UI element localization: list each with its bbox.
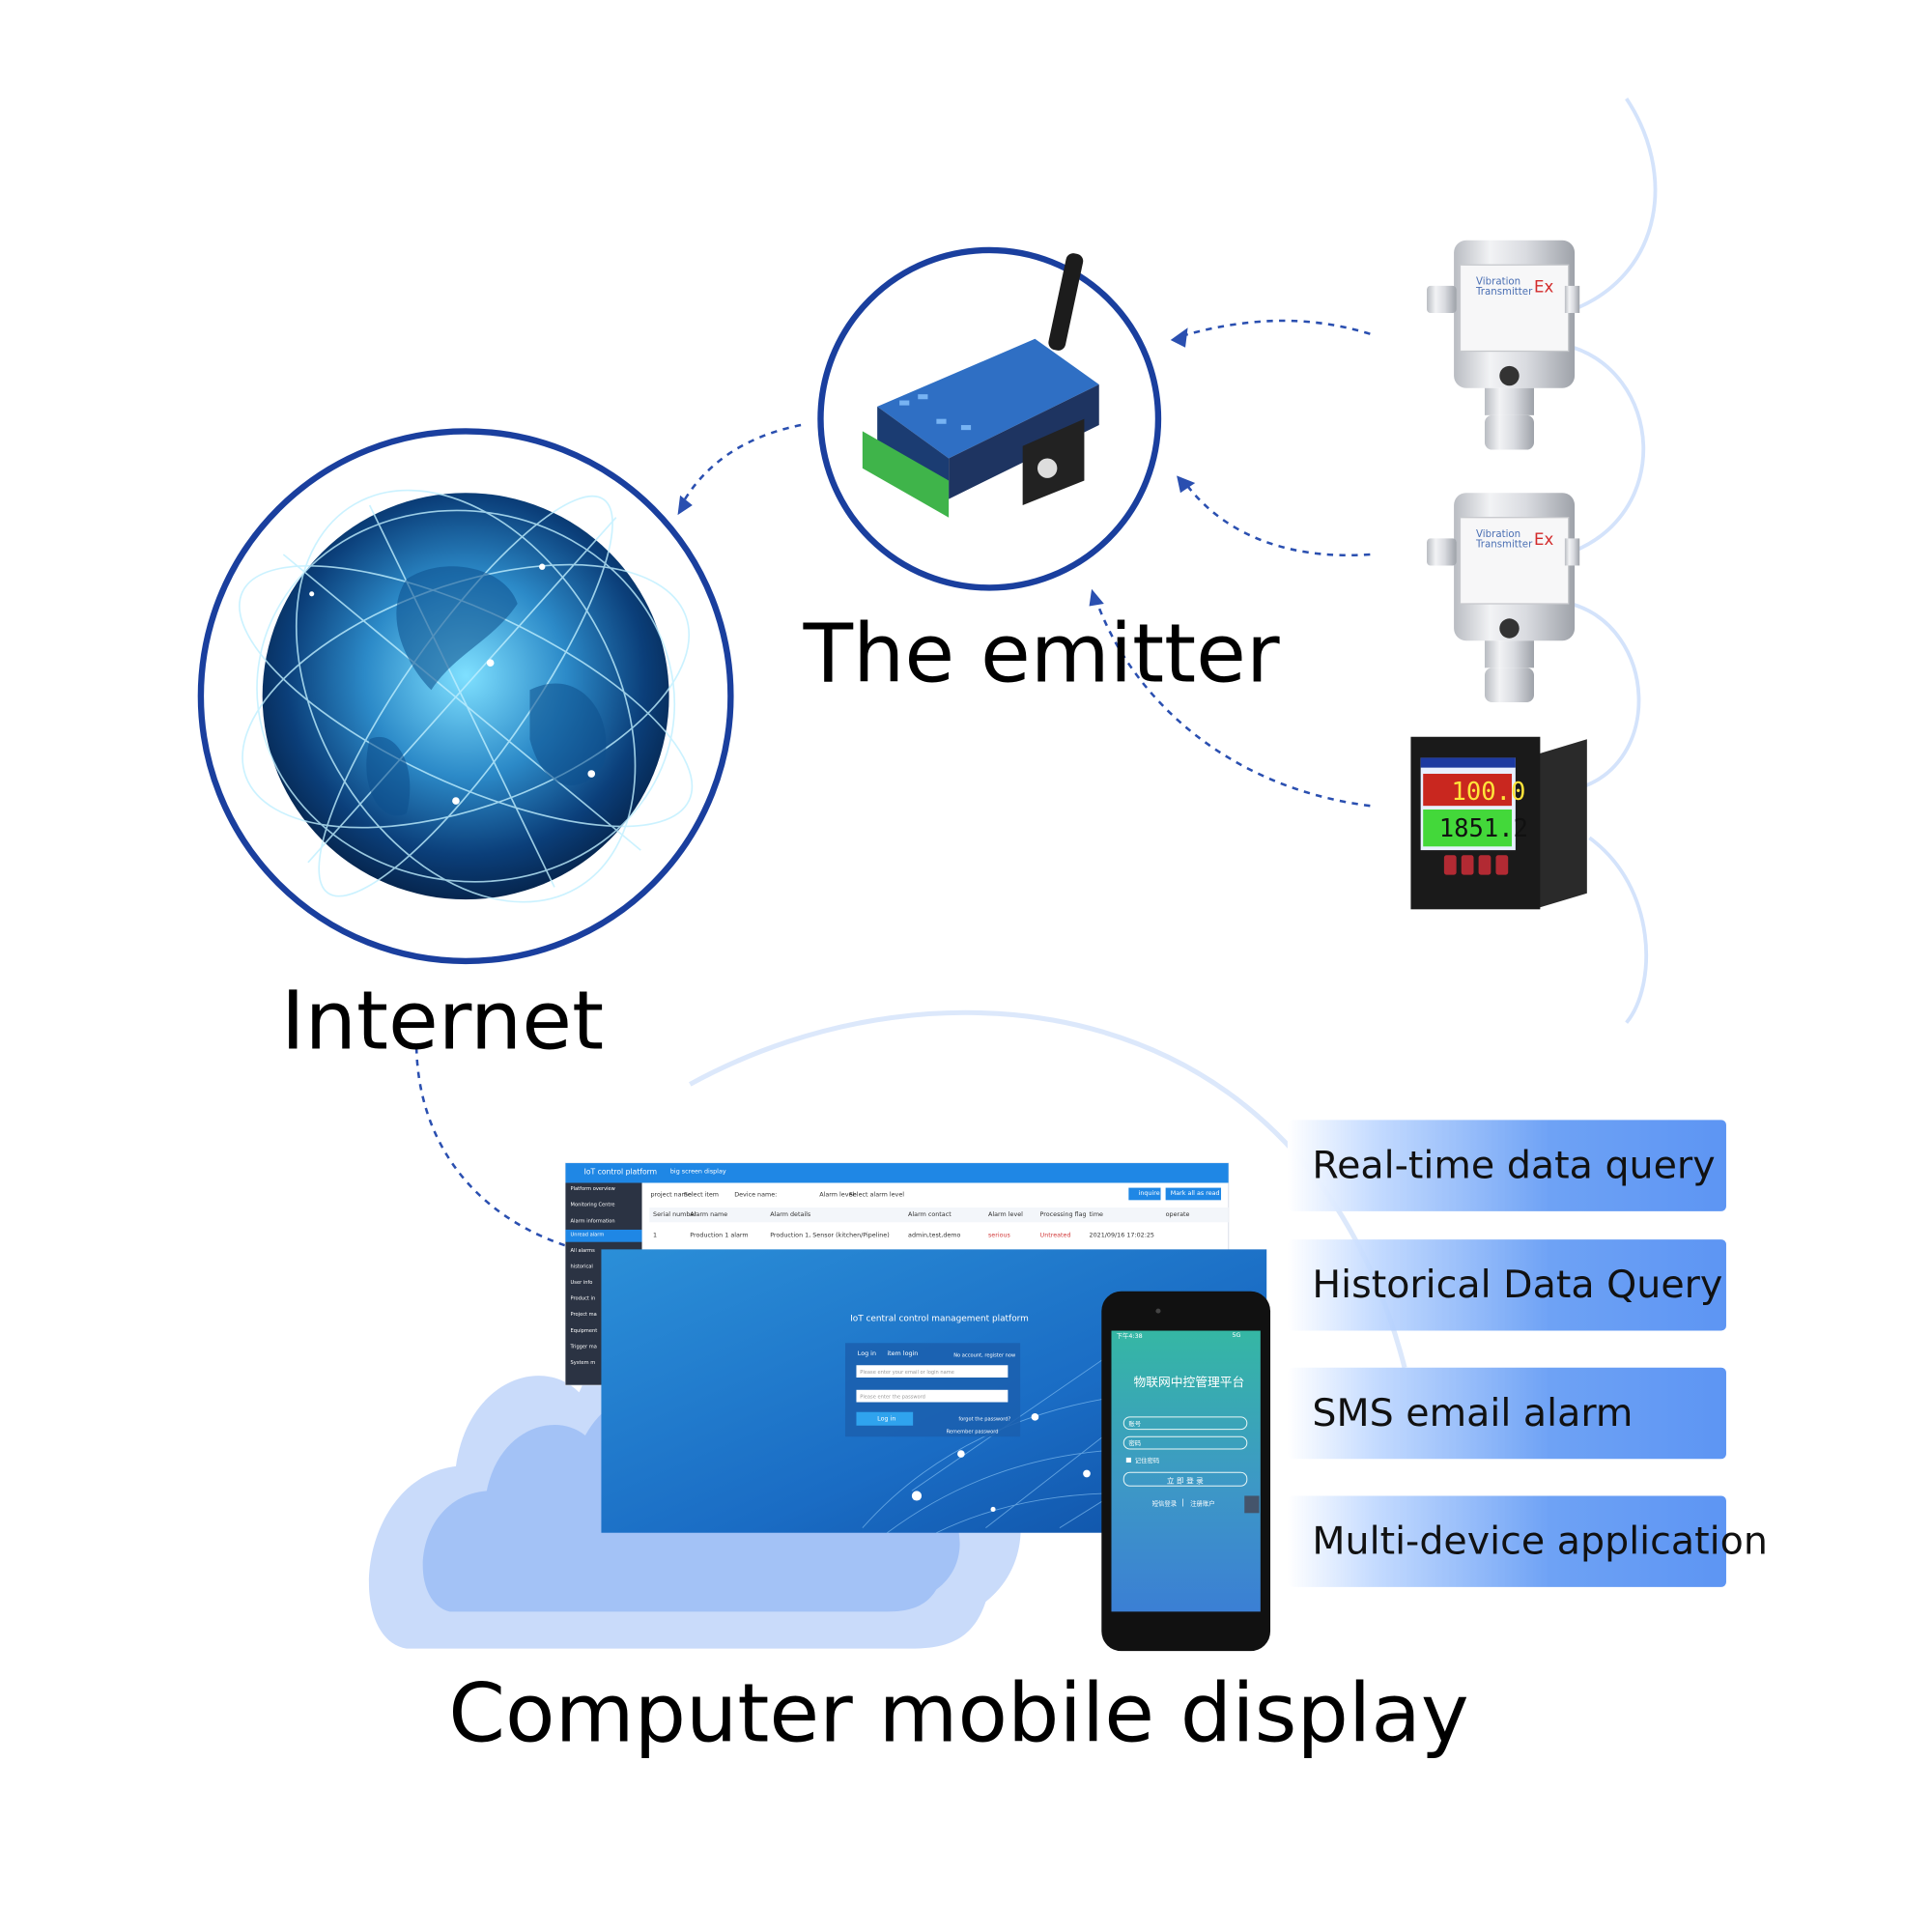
phone-account-placeholder[interactable]: 账号 [1128,1420,1142,1429]
phone-separator: | [1181,1498,1184,1507]
menu-item[interactable]: Trigger ma [570,1343,597,1350]
menu-item[interactable]: User info [570,1278,593,1286]
row-alarm-name: Production 1 alarm [690,1232,749,1240]
transmitter2-ex-mark: Ex [1533,530,1554,550]
paperless-recorder-icon [1410,736,1587,910]
internet-label: Internet [280,973,605,1068]
phone-password-placeholder[interactable]: 密码 [1128,1440,1142,1448]
row-serial: 1 [653,1232,658,1240]
col-operate: operate [1165,1210,1190,1219]
vibration-transmitter-2-icon [1427,493,1580,703]
filter-level-label: Alarm level: [819,1191,857,1200]
arrow-sensor1-to-emitter [1179,319,1371,338]
menu-item[interactable]: System m [570,1358,596,1366]
phone-register[interactable]: 注册账户 [1190,1500,1215,1509]
feature-real-time-query: Real-time data query [1287,1120,1726,1211]
col-processing-flag: Processing flag [1039,1210,1087,1219]
row-alarm-level: serious [987,1232,1010,1240]
row-alarm-details: Production 1, Sensor (kitchen/Pipeline) [770,1232,890,1240]
feature-historical-query: Historical Data Query [1287,1239,1726,1331]
dashboard-brand: IoT control platform [583,1168,658,1178]
login-email-field[interactable] [856,1365,1009,1378]
filter-project-label: project name: [650,1191,694,1200]
sidebar-menu: Platform overview Monitoring Centre Alar… [571,1185,639,1375]
col-alarm-level: Alarm level [987,1210,1023,1219]
arrow-emitter-to-internet [680,423,802,506]
phone-app-title: 物联网中控管理平台 [1133,1376,1245,1390]
login-submit-button[interactable] [856,1411,914,1426]
phone-status-signal: 5G [1232,1331,1241,1340]
dashboard-screen-title: big screen display [669,1168,726,1176]
login-tab-item[interactable]: item login [887,1350,919,1358]
forgot-password-link[interactable]: forgot the password? [958,1415,1011,1422]
emitter-device-icon [862,253,1099,518]
globe-icon [262,493,669,900]
vibration-transmitter-1-icon [1427,240,1580,450]
login-platform-title: IoT central control management platform [850,1313,1029,1323]
login-email-placeholder: Please enter your email or login name [860,1369,954,1376]
filter-level-select[interactable]: Select alarm level [848,1191,905,1200]
menu-item[interactable]: Unread alarm [570,1231,605,1237]
login-password-placeholder: Please enter the password [860,1393,925,1400]
feature-sms-email-alarm: SMS email alarm [1287,1367,1726,1460]
recorder-value-1: 100.0 [1451,776,1526,807]
filter-device-label: Device name: [734,1191,778,1200]
phone-status-time: 下午4:38 [1116,1333,1143,1341]
menu-item[interactable]: Project ma [570,1311,597,1318]
arrow-recorder-to-emitter [1094,601,1371,808]
inquire-button[interactable]: inquire [1138,1190,1160,1198]
row-processing-flag: Untreated [1039,1232,1071,1240]
col-alarm-name: Alarm name [690,1210,728,1219]
transmitter1-ex-mark: Ex [1533,278,1554,298]
recorder-value-2: 1851.2 [1438,812,1528,843]
mobile-phone [1101,1291,1271,1652]
menu-item[interactable]: Product in [570,1294,596,1301]
feature-multi-device: Multi-device application [1287,1495,1768,1587]
filter-project-select[interactable]: Select item [683,1191,720,1200]
menu-item[interactable]: Equipment [570,1326,598,1334]
arrow-internet-to-display [414,1047,598,1256]
login-password-field[interactable] [856,1389,1009,1403]
menu-item[interactable]: historical [570,1263,593,1269]
arrow-sensor2-to-emitter [1184,482,1371,557]
register-link[interactable]: No account, register now [953,1351,1016,1358]
phone-sms-login[interactable]: 短信登录 [1151,1500,1178,1509]
menu-item[interactable]: Alarm information [570,1217,615,1224]
phone-remember-password[interactable]: 记住密码 [1134,1457,1160,1465]
remember-password[interactable]: Remember password [946,1428,999,1435]
row-time: 2021/09/16 17:02:25 [1089,1232,1154,1240]
col-alarm-contact: Alarm contact [908,1210,952,1219]
phone-login-button[interactable]: 立 即 登 录 [1166,1477,1204,1487]
menu-item[interactable]: Platform overview [570,1185,615,1192]
menu-item[interactable]: All alarms [570,1246,595,1254]
emitter-label: The emitter [803,606,1280,701]
login-button-label[interactable]: Log in [877,1415,896,1424]
login-tab-login[interactable]: Log in [857,1350,876,1358]
display-label: Computer mobile display [448,1665,1469,1761]
col-serial: Serial number [653,1210,696,1219]
col-alarm-details: Alarm details [770,1210,811,1219]
menu-item[interactable]: Monitoring Centre [570,1201,615,1208]
col-time: time [1089,1210,1103,1219]
mark-all-read-button[interactable]: Mark all as read [1170,1190,1220,1198]
row-alarm-contact: admin,test,demo [908,1232,961,1240]
